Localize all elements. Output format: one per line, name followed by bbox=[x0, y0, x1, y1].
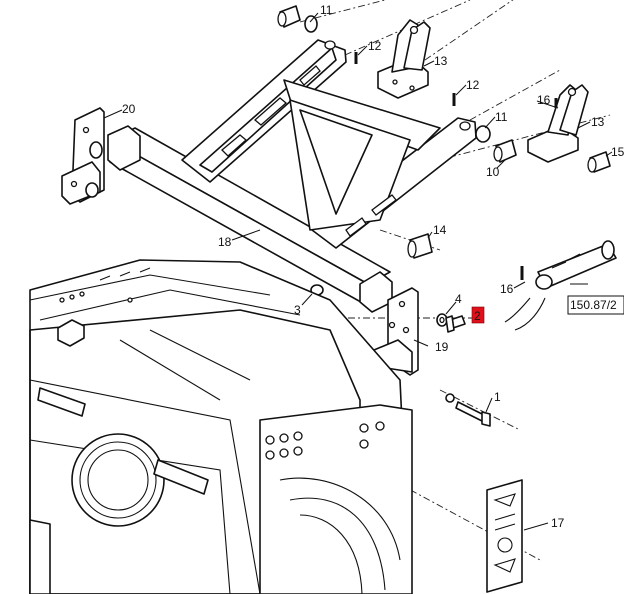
callout-3: 3 bbox=[294, 303, 301, 317]
callout-2: 2 bbox=[474, 309, 481, 323]
pin-14 bbox=[407, 233, 433, 259]
leader-lines bbox=[103, 12, 613, 531]
callout-10: 10 bbox=[486, 165, 500, 179]
hydraulic-cylinder bbox=[504, 240, 617, 331]
callout-11-right: 11 bbox=[495, 110, 508, 124]
plate-19 bbox=[373, 287, 419, 376]
callout-16-top: 16 bbox=[537, 93, 551, 107]
callout-labels: 11 12 13 12 16 11 13 15 20 10 18 14 16 3… bbox=[122, 3, 624, 530]
callout-17: 17 bbox=[551, 516, 565, 530]
machine-body bbox=[29, 259, 413, 594]
pin-top-left bbox=[277, 5, 318, 33]
callout-4: 4 bbox=[455, 292, 462, 306]
callout-15: 15 bbox=[611, 145, 624, 159]
callout-16-lower: 16 bbox=[500, 282, 514, 296]
callout-18: 18 bbox=[218, 235, 232, 249]
reference-box-label: 150.87/2 bbox=[570, 298, 617, 312]
reference-box: 150.87/2 bbox=[567, 295, 624, 315]
pin-15 bbox=[587, 151, 611, 173]
callout-13-right: 13 bbox=[591, 115, 605, 129]
callout-14: 14 bbox=[433, 223, 447, 237]
callout-2-highlight bbox=[471, 306, 485, 324]
bracket-13-top bbox=[377, 19, 431, 99]
bolt-1 bbox=[445, 393, 491, 427]
bracket-20 bbox=[61, 107, 105, 205]
callout-12-mid: 12 bbox=[466, 78, 480, 92]
callout-1: 1 bbox=[494, 390, 501, 404]
callout-20: 20 bbox=[122, 102, 136, 116]
callout-11-top: 11 bbox=[320, 3, 333, 17]
callout-19: 19 bbox=[435, 340, 449, 354]
callout-13-top: 13 bbox=[434, 54, 448, 68]
bolt-2 bbox=[445, 315, 466, 333]
frame-18 bbox=[107, 39, 477, 313]
bushing-11-right bbox=[475, 125, 491, 143]
pin-10 bbox=[493, 139, 517, 163]
callout-12-top: 12 bbox=[368, 39, 382, 53]
decal-17 bbox=[486, 479, 523, 593]
bracket-13-right bbox=[527, 84, 589, 163]
